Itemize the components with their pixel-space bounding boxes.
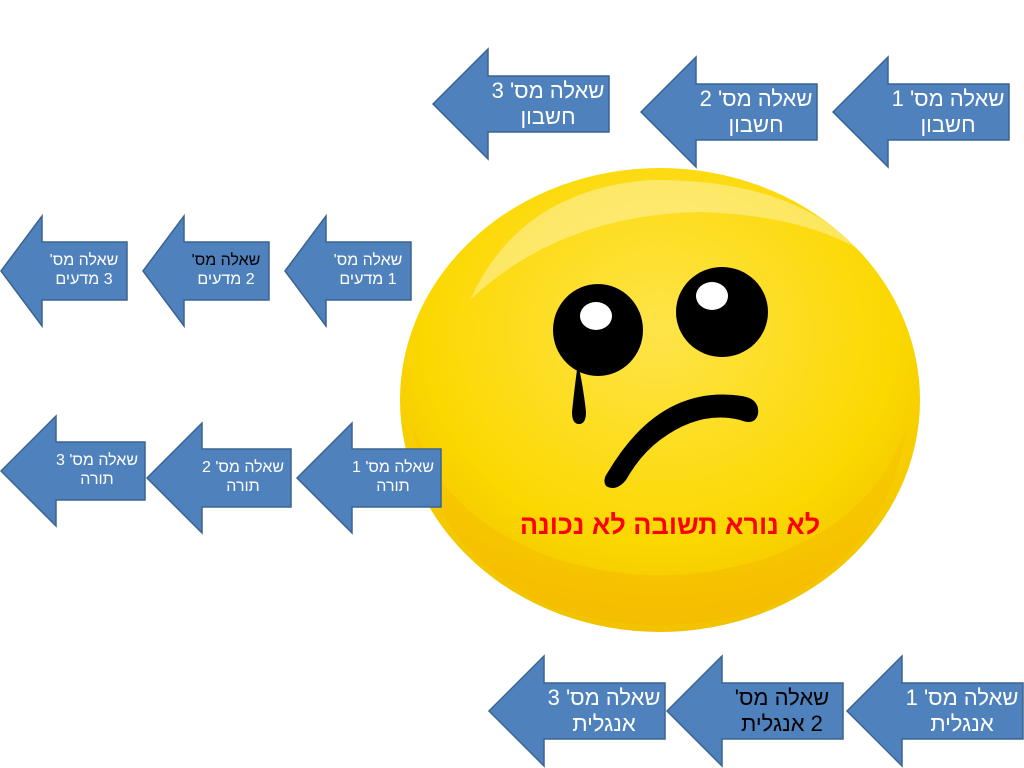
subject-label: 2 מדעים bbox=[197, 271, 255, 288]
question-label: שאלה מס' bbox=[49, 252, 119, 270]
subject-label: 3 מדעים bbox=[55, 271, 113, 288]
left-arrow-icon bbox=[431, 47, 610, 161]
subject-label: אנגלית bbox=[930, 711, 994, 736]
subject-label: תורה bbox=[80, 471, 114, 488]
question-label: שאלה מס' 3 bbox=[55, 452, 139, 470]
question-label: שאלה מס' 3 bbox=[491, 78, 605, 104]
left-arrow-icon bbox=[831, 55, 1010, 169]
question-label: שאלה מס' 3 bbox=[547, 685, 661, 711]
subject-label: תורה bbox=[376, 478, 410, 495]
question-button-science-2[interactable]: שאלה מס'2 מדעים bbox=[142, 213, 270, 329]
left-arrow-icon bbox=[0, 414, 146, 528]
question-label: שאלה מס' bbox=[734, 685, 830, 711]
left-eye-icon bbox=[553, 284, 643, 376]
left-arrow-icon bbox=[295, 421, 442, 535]
left-arrow-icon bbox=[284, 213, 412, 329]
question-label: שאלה מס' 1 bbox=[351, 459, 435, 477]
question-button-science-3[interactable]: שאלה מס'3 מדעים bbox=[0, 213, 128, 329]
smiley-gloss bbox=[470, 179, 860, 300]
subject-label: חשבון bbox=[920, 112, 976, 137]
question-label: שאלה מס' 1 bbox=[891, 86, 1005, 112]
left-arrow-icon bbox=[145, 421, 292, 535]
question-label: שאלה מס' 2 bbox=[201, 459, 285, 477]
subject-label: 1 מדעים bbox=[339, 271, 397, 288]
subject-label: חשבון bbox=[728, 112, 784, 137]
question-button-science-1[interactable]: שאלה מס'1 מדעים bbox=[284, 213, 412, 329]
subject-label: 2 אנגלית bbox=[741, 711, 823, 736]
left-arrow-icon bbox=[639, 55, 818, 169]
question-label: שאלה מס' bbox=[333, 252, 403, 270]
frown-mouth-icon bbox=[604, 394, 759, 488]
smiley-face bbox=[400, 168, 920, 632]
right-eye-icon bbox=[676, 267, 768, 357]
left-arrow-icon bbox=[142, 213, 270, 329]
left-arrow-icon bbox=[487, 654, 666, 768]
subject-label: אנגלית bbox=[572, 711, 636, 736]
question-button-english-2[interactable]: שאלה מס'2 אנגלית bbox=[665, 654, 844, 768]
smiley-chin-shade bbox=[412, 420, 908, 625]
question-label: שאלה מס' 1 bbox=[905, 685, 1019, 711]
left-arrow-icon bbox=[0, 213, 128, 329]
left-arrow-icon bbox=[845, 654, 1024, 768]
tear-icon bbox=[572, 362, 586, 424]
left-arrow-icon bbox=[665, 654, 844, 768]
question-label: שאלה מס' 2 bbox=[699, 86, 813, 112]
subject-label: חשבון bbox=[520, 104, 576, 129]
feedback-message: לא נורא תשובה לא נכונה bbox=[519, 510, 821, 540]
question-label: שאלה מס' bbox=[191, 252, 261, 270]
subject-label: תורה bbox=[226, 478, 260, 495]
